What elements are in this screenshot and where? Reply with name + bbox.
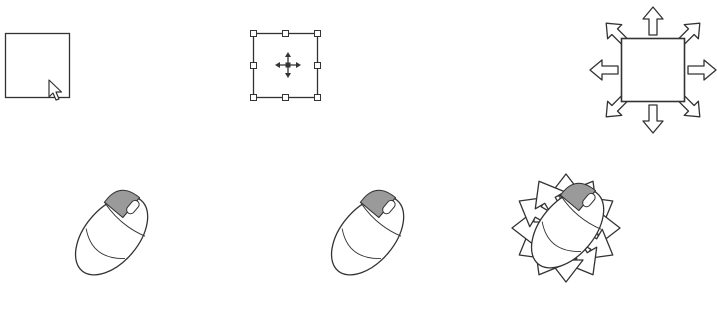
dragged-square-shape (620, 37, 686, 103)
panel-selected-svg (250, 30, 405, 276)
panel-click-svg (4, 32, 149, 276)
panel-selected (230, 0, 450, 334)
mouse-icon (530, 182, 605, 269)
drag-arrow-left (589, 59, 619, 81)
move-cursor-icon (275, 52, 301, 78)
drag-arrow-right (687, 59, 717, 81)
mouse-icon (74, 189, 149, 276)
drag-arrow-up (642, 6, 664, 36)
panel-click (0, 0, 230, 334)
selection-handles (250, 30, 321, 101)
drag-arrow-down (642, 104, 664, 134)
mouse-icon (330, 189, 405, 276)
arrow-cursor-icon (48, 79, 63, 101)
scroll-wheel (126, 199, 140, 215)
panel-drag-svg (510, 6, 717, 284)
scroll-wheel (582, 192, 596, 208)
square-shape (4, 32, 71, 99)
panel-drag (450, 0, 717, 334)
scroll-wheel (382, 199, 396, 215)
